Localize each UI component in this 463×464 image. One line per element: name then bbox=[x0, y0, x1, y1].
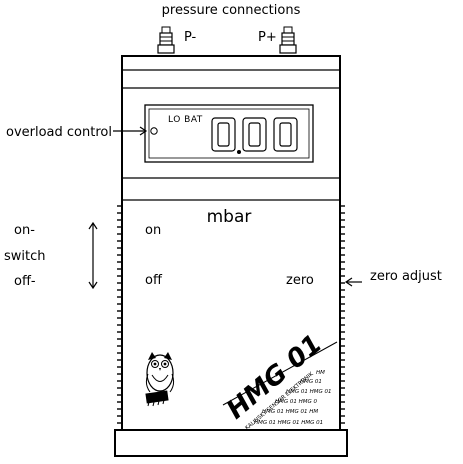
zero-adjust-arrow bbox=[344, 277, 362, 287]
pattern-row-1: HM bbox=[316, 370, 325, 376]
digit-3 bbox=[273, 117, 298, 152]
pressure-connections-label: pressure connections bbox=[162, 3, 301, 18]
port-p-minus bbox=[157, 26, 175, 54]
overload-control-label: overload control bbox=[6, 125, 112, 140]
annotation-off: off- bbox=[14, 274, 36, 289]
port-p-plus bbox=[279, 26, 297, 54]
overload-arrow bbox=[113, 126, 148, 136]
annotation-switch: switch bbox=[4, 249, 46, 264]
port-p-minus-label: P- bbox=[184, 30, 197, 45]
lo-bat-label: LO BAT bbox=[168, 115, 203, 125]
decimal-point bbox=[237, 150, 241, 154]
overload-indicator bbox=[150, 127, 158, 135]
digit-1 bbox=[211, 117, 236, 152]
unit-label: mbar bbox=[207, 207, 252, 227]
right-grip bbox=[340, 205, 345, 424]
pattern-row-4: HMG 01 HMG 0 bbox=[275, 399, 318, 405]
pattern-row-2: HMG 01 bbox=[300, 379, 322, 385]
digit-2 bbox=[242, 117, 267, 152]
port-p-plus-label: P+ bbox=[258, 30, 277, 45]
owl-logo bbox=[145, 352, 175, 407]
zero-button-label[interactable]: zero bbox=[286, 273, 314, 288]
pattern-row-5: HMG 01 HMG 01 HM bbox=[262, 409, 318, 415]
pattern-row-3: HMG 01 HMG 01 bbox=[286, 389, 332, 395]
switch-on-label[interactable]: on bbox=[145, 223, 161, 238]
label-plate: HMG 01 KALINSKY SENSOR ELEKTRONIK HM HMG… bbox=[221, 329, 338, 432]
left-grip bbox=[117, 205, 122, 424]
annotation-on: on- bbox=[14, 223, 35, 238]
device-body bbox=[114, 55, 348, 457]
pattern-row-6: HMG 01 HMG 01 HMG 01 bbox=[254, 420, 323, 426]
switch-off-label[interactable]: off bbox=[145, 273, 163, 288]
switch-double-arrow bbox=[88, 221, 98, 290]
display-digits bbox=[211, 117, 298, 152]
zero-adjust-label: zero adjust bbox=[370, 269, 442, 284]
